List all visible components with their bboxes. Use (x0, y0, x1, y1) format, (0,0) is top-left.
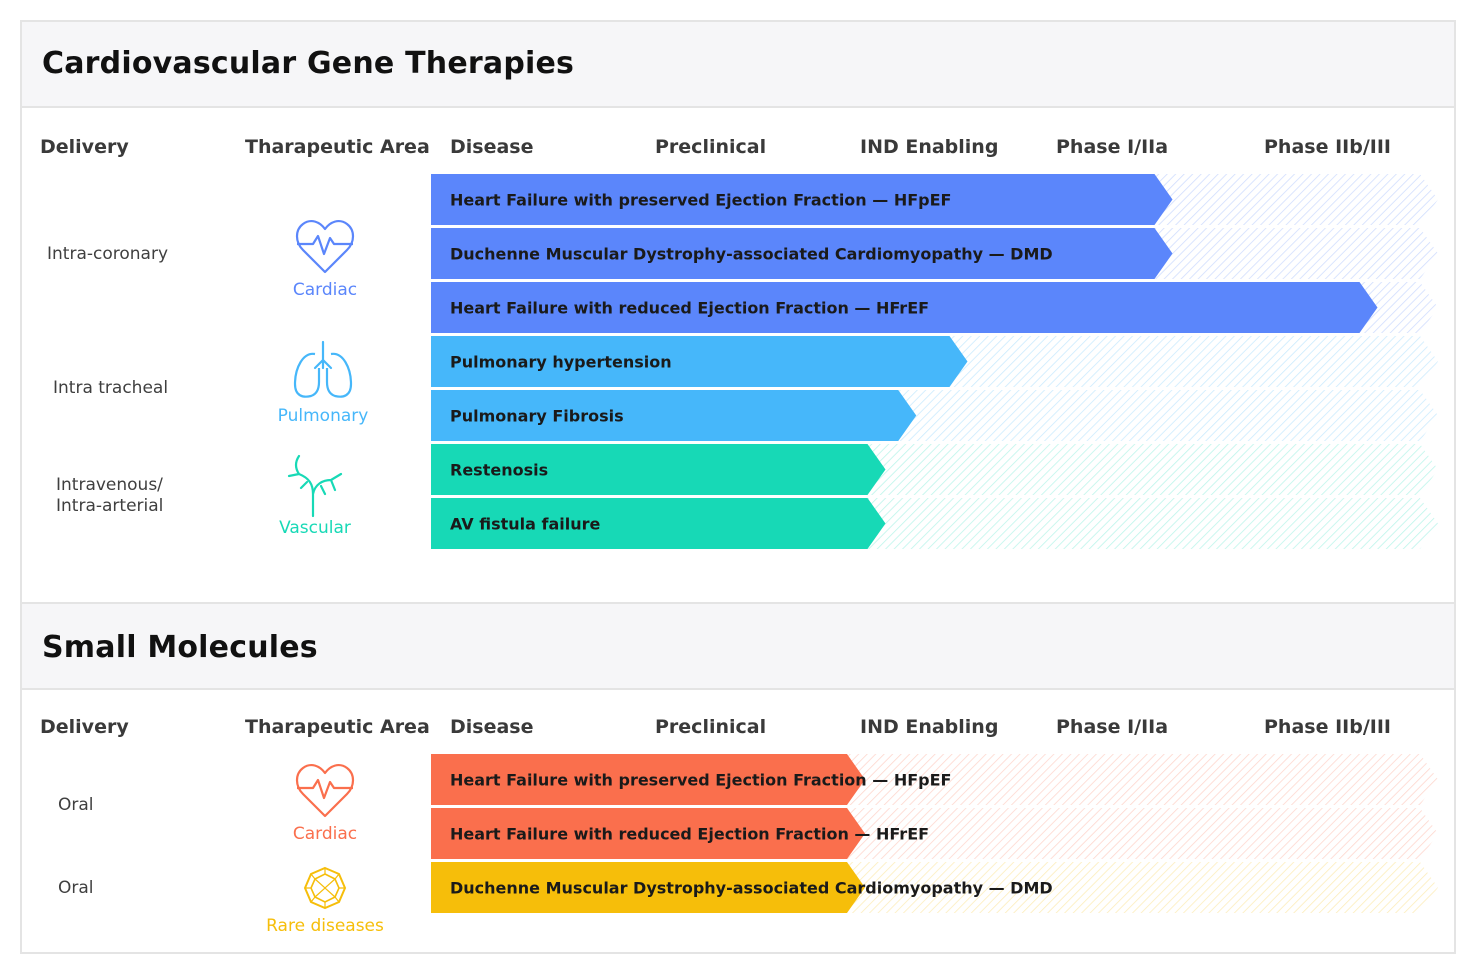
col-head-area: Tharapeutic Area (245, 136, 430, 158)
col-head-area: Tharapeutic Area (245, 716, 430, 738)
disease-label: Duchenne Muscular Dystrophy-associated C… (450, 245, 1053, 264)
col-head-delivery: Delivery (40, 136, 129, 158)
area-vascular: Vascular (255, 454, 375, 538)
area-cardiac: Cardiac (265, 214, 385, 300)
area-label: Cardiac (292, 824, 358, 844)
progress-bar (431, 444, 886, 495)
heart-pulse-icon (295, 764, 355, 818)
section-header-gene: Cardiovascular Gene Therapies (22, 22, 1454, 108)
col-head-ind: IND Enabling (860, 716, 999, 738)
col-head-phase2: Phase IIb/III (1264, 136, 1391, 158)
disease-label: Pulmonary Fibrosis (450, 407, 624, 426)
delivery-label: Oral (58, 795, 94, 815)
disease-label: Heart Failure with reduced Ejection Frac… (450, 299, 929, 318)
area-label: Rare diseases (266, 916, 384, 936)
disease-label: Heart Failure with preserved Ejection Fr… (450, 191, 951, 210)
col-head-disease: Disease (450, 716, 534, 738)
progress-bar (431, 390, 917, 441)
disease-label: Restenosis (450, 461, 548, 480)
col-head-ind: IND Enabling (860, 136, 999, 158)
col-head-phase1: Phase I/IIa (1056, 716, 1169, 738)
col-head-phase2: Phase IIb/III (1264, 716, 1391, 738)
delivery-label: Oral (58, 878, 94, 898)
delivery-label: Intra tracheal (53, 378, 169, 398)
progress-bar (431, 754, 865, 805)
disease-label: Duchenne Muscular Dystrophy-associated C… (450, 879, 1053, 898)
section-title-gene: Cardiovascular Gene Therapies (42, 46, 575, 81)
disease-label: Heart Failure with reduced Ejection Frac… (450, 825, 929, 844)
progress-bar (431, 282, 1378, 333)
section-title-small: Small Molecules (42, 630, 318, 665)
vessel-icon (287, 454, 343, 518)
gem-icon (303, 866, 347, 910)
area-label: Vascular (279, 518, 351, 538)
delivery-label: Intravenous/ Intra-arterial (56, 475, 164, 516)
progress-bar (431, 228, 1173, 279)
progress-bar (431, 808, 865, 859)
section-header-small: Small Molecules (22, 602, 1454, 690)
col-head-disease: Disease (450, 136, 534, 158)
area-rare: Rare diseases (255, 866, 395, 936)
disease-label: Heart Failure with preserved Ejection Fr… (450, 771, 951, 790)
area-pulmonary: Pulmonary (263, 338, 383, 426)
col-head-delivery: Delivery (40, 716, 129, 738)
progress-bar (431, 862, 865, 913)
progress-bar (431, 336, 968, 387)
disease-label: AV fistula failure (450, 515, 601, 534)
area-cardiac-small: Cardiac (265, 758, 385, 844)
col-head-preclinical: Preclinical (655, 136, 767, 158)
col-head-phase1: Phase I/IIa (1056, 136, 1169, 158)
area-label: Cardiac (292, 280, 358, 300)
progress-bar (431, 498, 886, 549)
area-label: Pulmonary (277, 406, 369, 426)
progress-bar (431, 174, 1173, 225)
lungs-icon (293, 340, 353, 398)
heart-pulse-icon (295, 220, 355, 274)
delivery-label: Intra-coronary (47, 244, 169, 264)
disease-label: Pulmonary hypertension (450, 353, 672, 372)
pipeline-frame (20, 20, 1456, 954)
col-head-preclinical: Preclinical (655, 716, 767, 738)
